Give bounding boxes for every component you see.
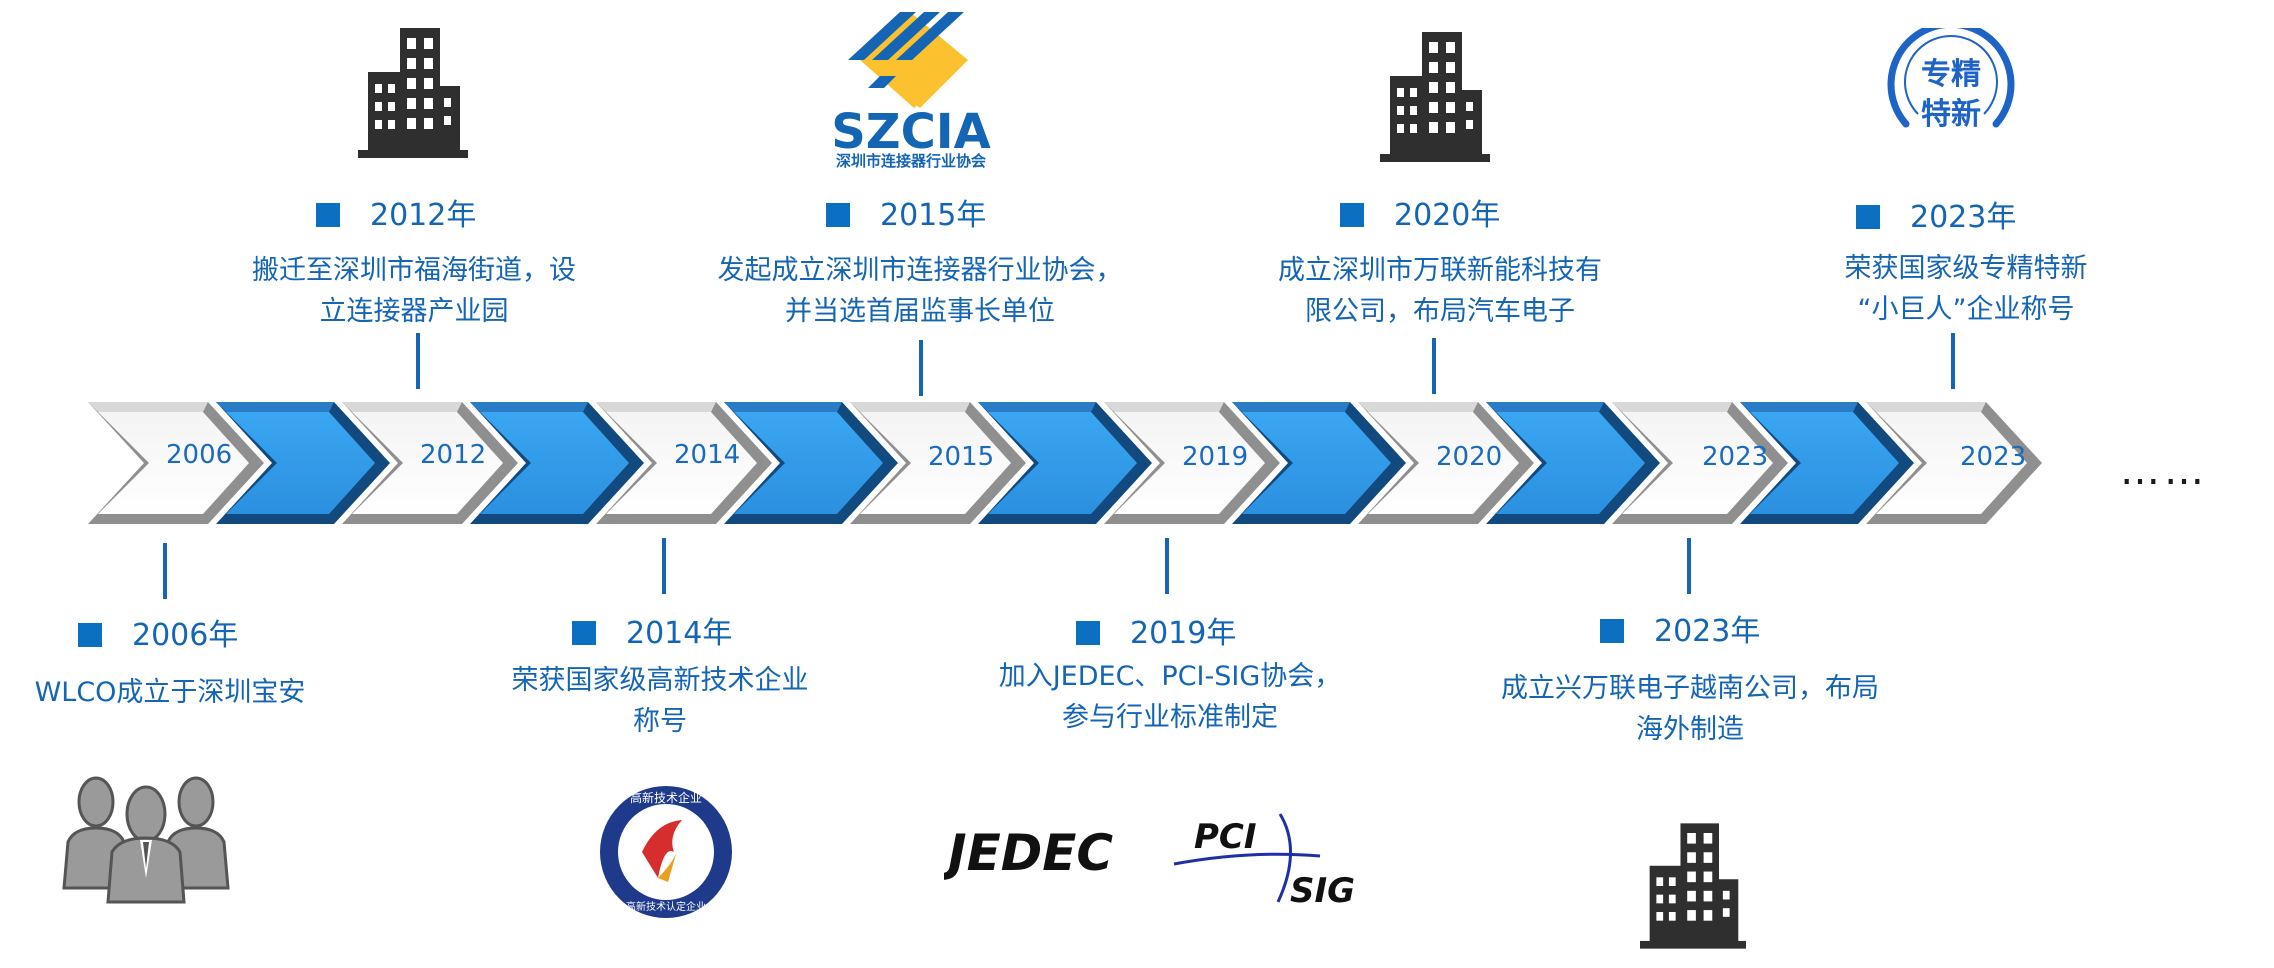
connector-line bbox=[163, 543, 167, 599]
gaoxin-bottom-text: 高新技术认定企业 bbox=[626, 900, 706, 913]
chevron-label: 2023 bbox=[1960, 442, 2027, 472]
gaoxin-emblem-icon: 高新技术企业 高新技术认定企业 bbox=[600, 786, 732, 918]
event-desc-2023-b: 荣获国家级专精特新“小巨人”企业称号 bbox=[1844, 253, 2088, 325]
white-chevron-face bbox=[1622, 412, 1773, 514]
event-year-2023-b: 2023年 bbox=[1856, 192, 2016, 236]
white-chevron-bevel bbox=[1358, 402, 1478, 412]
szcia-logo-text: SZCIA bbox=[831, 104, 991, 160]
blue-chevron-bevel bbox=[978, 402, 1096, 412]
event-desc-2019: 加入JEDEC、PCI-SIG协会，参与行业标准制定 bbox=[998, 661, 1342, 733]
white-chevron-bevel bbox=[1612, 402, 1732, 412]
zhuanjing-texin-badge-icon: 专精 特新 bbox=[1887, 28, 2015, 132]
blue-chevron-face bbox=[1496, 412, 1645, 514]
blue-chevron-bevel bbox=[470, 402, 588, 412]
blue-chevron-bevel bbox=[1232, 402, 1350, 412]
white-chevron-face bbox=[1368, 412, 1519, 514]
jedec-logo-text: JEDEC bbox=[944, 824, 1113, 882]
ellipsis: …… bbox=[2120, 448, 2208, 494]
white-chevron-face bbox=[606, 412, 757, 514]
blue-chevron-face bbox=[1750, 412, 1899, 514]
event-desc-2023-a: 成立兴万联电子越南公司，布局海外制造 bbox=[1501, 673, 1879, 745]
connector-line bbox=[416, 333, 420, 389]
connector-line bbox=[1687, 538, 1691, 594]
pci-logo-text: PCI bbox=[1194, 817, 1257, 857]
white-chevron-bevel bbox=[342, 402, 462, 412]
event-desc-2014: 荣获国家级高新技术企业称号 bbox=[511, 665, 809, 737]
chevron-label: 2020 bbox=[1436, 442, 1503, 472]
white-chevron-bevel bbox=[88, 402, 208, 412]
chevron-label: 2015 bbox=[928, 442, 995, 472]
chevron-label: 2023 bbox=[1702, 442, 1769, 472]
event-desc-2006: WLCO成立于深圳宝安 bbox=[34, 677, 306, 708]
white-chevron-bevel bbox=[850, 402, 970, 412]
badge-bottom-text: 特新 bbox=[1921, 97, 1981, 132]
blue-chevron-bevel bbox=[724, 402, 842, 412]
chevron-label: 2012 bbox=[420, 440, 487, 470]
event-year-2020: 2020年 bbox=[1340, 190, 1500, 234]
blue-chevron-bevel bbox=[216, 402, 334, 412]
building-icon bbox=[1640, 823, 1746, 949]
pci-sig-logo: PCI SIG bbox=[1173, 813, 1355, 911]
white-chevron-face bbox=[98, 412, 249, 514]
white-chevron-face bbox=[352, 412, 503, 514]
gaoxin-top-text: 高新技术企业 bbox=[630, 790, 702, 805]
white-chevron-bevel bbox=[1866, 402, 1986, 412]
blue-chevron-face bbox=[988, 412, 1137, 514]
connector-line bbox=[1432, 338, 1436, 394]
event-year-2006: 2006年 bbox=[78, 610, 238, 654]
blue-chevron-bevel bbox=[1486, 402, 1604, 412]
event-desc-2015: 发起成立深圳市连接器行业协会，并当选首届监事长单位 bbox=[717, 255, 1123, 327]
badge-top-text: 专精 bbox=[1921, 57, 1981, 92]
event-year-2014: 2014年 bbox=[572, 608, 732, 652]
blue-chevron-face bbox=[1242, 412, 1391, 514]
connector-line bbox=[662, 538, 666, 594]
timeline-chevron-band bbox=[88, 402, 2042, 524]
white-chevron-face bbox=[1876, 412, 2027, 514]
chevron-label: 2006 bbox=[166, 440, 233, 470]
szcia-logo: SZCIA 深圳市连接器行业协会 bbox=[831, 12, 991, 168]
blue-chevron-face bbox=[734, 412, 883, 514]
chevron-label: 2019 bbox=[1182, 442, 1249, 472]
connector-line bbox=[1165, 538, 1169, 594]
event-desc-2012: 搬迁至深圳市福海街道，设立连接器产业园 bbox=[252, 255, 576, 327]
blue-chevron-face bbox=[226, 412, 375, 514]
event-desc-2020: 成立深圳市万联新能科技有限公司，布局汽车电子 bbox=[1278, 255, 1602, 327]
event-year-2015: 2015年 bbox=[826, 190, 986, 234]
blue-chevron-face bbox=[480, 412, 629, 514]
chevron-label: 2014 bbox=[674, 440, 741, 470]
white-chevron-face bbox=[860, 412, 1011, 514]
people-icon bbox=[62, 776, 230, 904]
event-year-2023-a: 2023年 bbox=[1600, 606, 1760, 650]
white-chevron-face bbox=[1114, 412, 1265, 514]
event-year-2019: 2019年 bbox=[1076, 608, 1236, 652]
white-chevron-bevel bbox=[596, 402, 716, 412]
building-icon bbox=[1380, 32, 1490, 162]
building-icon bbox=[358, 28, 468, 158]
event-year-2012: 2012年 bbox=[316, 190, 476, 234]
connector-line bbox=[1951, 333, 1955, 389]
connector-line bbox=[919, 340, 923, 396]
jedec-logo: JEDEC bbox=[944, 824, 1113, 882]
blue-chevron-bevel bbox=[1740, 402, 1858, 412]
white-chevron-bevel bbox=[1104, 402, 1224, 412]
szcia-logo-subtitle: 深圳市连接器行业协会 bbox=[836, 152, 986, 168]
sig-logo-text: SIG bbox=[1290, 871, 1355, 911]
